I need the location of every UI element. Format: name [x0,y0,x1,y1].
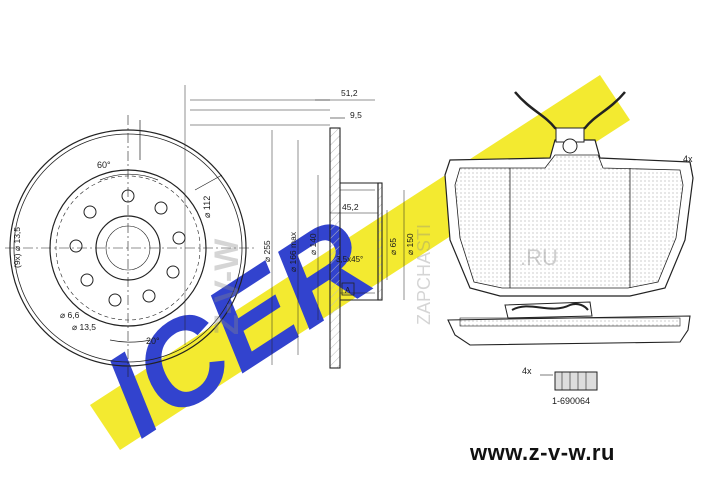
bolt-hole [154,201,168,215]
bolt-hole [142,289,156,303]
pad-side-spring [511,302,589,311]
watermark-text1: Z-V-W [208,238,246,335]
disc-friction-ring [329,127,341,369]
disc-hat-face [377,182,383,301]
profile-dim-outer: ⌀ 255 [262,240,272,262]
disc-bolt-circle-label: ⌀ 112 [202,196,212,218]
pad-side-friction [459,317,681,327]
brake-pad-side-view [447,301,691,346]
datum-box [341,282,355,296]
watermark-text2: .RU [520,245,558,270]
watermark-faint-text: Z-V-W .RU ZAPCHASTI [208,224,558,335]
leader-112 [194,174,223,191]
bolt-hole [172,231,186,245]
angle-arc-bottom [109,339,151,343]
profile-dim-thickness: 9,5 [350,110,362,120]
pad-spring-clip [579,91,626,132]
accessory-bolt [540,371,598,391]
profile-dim-total: 51,2 [341,88,358,98]
pad-clip-pin [562,138,578,154]
brake-disc-section-view [184,85,405,369]
watermark-text3: ZAPCHASTI [414,224,434,325]
brake-pad-front-view [444,91,694,297]
accessory-part-number: 1-690064 [552,396,590,406]
pads-qty: 4x [683,154,693,164]
disc-pin-hole-label: ⌀ 6,6 [60,310,80,320]
accessory-qty: 4x [522,366,532,376]
brake-disc-front-view [5,115,255,380]
bolt-hole [83,205,97,219]
angle-arc-top [99,173,159,181]
bolt-hole [121,189,135,203]
footer-website: www.z-v-w.ru [470,440,615,465]
profile-datum: A [345,286,351,295]
profile-dim-hat: 45,2 [342,202,359,212]
profile-dim-140: ⌀ 140 [308,233,318,255]
pad-spring-clip [514,91,561,132]
bolt-hole [166,265,180,279]
profile-dim-65: ⌀ 65 [388,238,398,255]
bolt-hole [69,239,83,253]
pad-friction-material [454,154,684,289]
disc-pin-hole2-label: ⌀ 13,5 [72,322,96,332]
disc-holes-label: (9x) ⌀ 13,5 [12,227,22,268]
profile-dim-inner-max: ⌀ 166 max [288,231,298,272]
bolt-hole [108,293,122,307]
profile-dim-150: ⌀ 150 [405,233,415,255]
disc-angle-top-label: 60° [97,160,111,170]
bolt-hole [80,273,94,287]
profile-chamfer: 3,5x45° [336,255,363,264]
bolt-body [554,371,598,391]
disc-angle-bottom-label: 20° [146,336,160,346]
